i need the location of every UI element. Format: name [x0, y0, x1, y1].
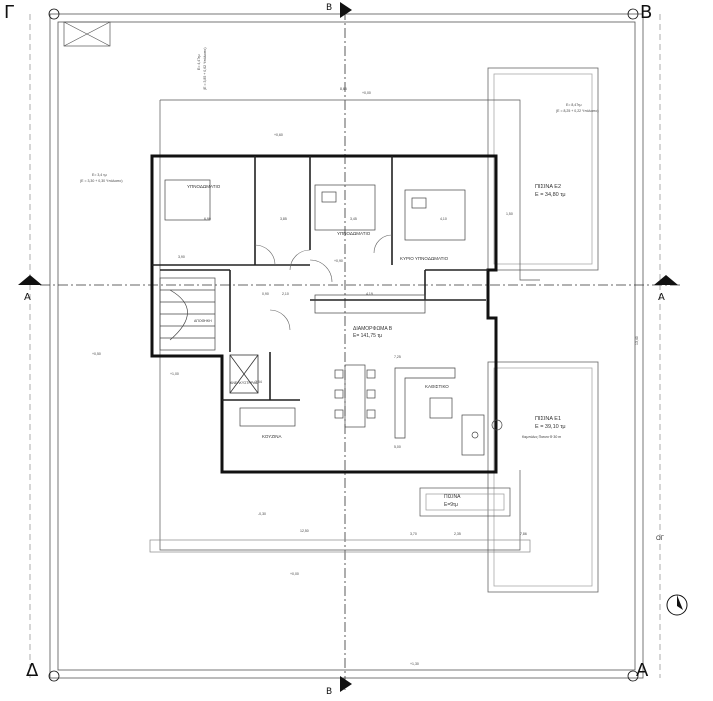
- elev-mark: +1,30: [410, 662, 419, 666]
- stair: [159, 277, 216, 351]
- door-swings: [254, 234, 393, 331]
- dim-label: 2,54: [255, 380, 262, 384]
- section-marker-bottom: [340, 676, 352, 692]
- living-furniture: [239, 294, 503, 456]
- dim-label: 6,99: [204, 217, 211, 221]
- dim-label: 5,00: [394, 445, 401, 449]
- note-top-left: Ε= 3,4 τμ: [92, 173, 107, 177]
- note-top-mid-2: (Ε = 3,85 + 0,62 Υπόλοιπο): [203, 47, 207, 90]
- north-arrow: [666, 594, 688, 616]
- room-label-storage: ΑΠΟΘΗΚΗ: [194, 319, 212, 323]
- pool-e2-area: Ε = 34,80 τμ: [535, 192, 566, 198]
- elev-mark: +0,00: [362, 91, 371, 95]
- dim-label: 12,50: [300, 529, 309, 533]
- pool-e2-title: ΠΙΣΙΝΑ Ε2: [535, 184, 561, 190]
- room-label-elevator: ΑΝΕΛΚΥΣΤΗΡΑΣ: [230, 381, 258, 385]
- dim-label: 2,10: [282, 292, 289, 296]
- room-label-bedroom-2: ΥΠΝΟΔΩΜΑΤΙΟ: [337, 231, 371, 236]
- room-label-bedroom-1: ΥΠΝΟΔΩΜΑΤΙΟ: [187, 184, 221, 189]
- corner-label-bl: Δ: [26, 660, 39, 681]
- elevator: [229, 354, 259, 394]
- elev-mark: -0,30: [258, 512, 266, 516]
- small-pool-title: ΠΙΣΙΝΑ: [444, 494, 461, 500]
- pool-e1-title: ΠΙΣΙΝΑ Ε1: [535, 416, 561, 422]
- room-label-living-room: ΚΑΘΙΣΤΙΚΟ: [425, 384, 449, 389]
- dim-label: 13,40: [635, 336, 639, 345]
- elev-mark: +0,60: [274, 133, 283, 137]
- section-label-top: Β: [326, 3, 332, 13]
- pool-e1: [487, 361, 599, 593]
- section-label-left: Α: [24, 292, 31, 303]
- dim-label: 3,45: [350, 217, 357, 221]
- note-top-right: Ε= 8,47τμ: [566, 103, 582, 107]
- section-marker-top: [340, 2, 352, 18]
- dim-label: 8,65: [340, 87, 347, 91]
- section-label-bottom: Β: [326, 687, 332, 697]
- elev-mark: +1,00: [170, 372, 179, 376]
- dim-label: 3,85: [280, 217, 287, 221]
- room-label-master: ΚΥΡΙΟ ΥΠΝΟΔΩΜΑΤΙΟ: [400, 256, 449, 261]
- dim-label: 3,90: [178, 255, 185, 259]
- elev-mark: +0,00: [290, 572, 299, 576]
- elev-mark: +0,90: [334, 259, 343, 263]
- dim-label: 0,90: [262, 292, 269, 296]
- dim-label: 1,50: [506, 212, 513, 216]
- site-boundary: [29, 13, 661, 679]
- room-label-kitchen: ΚΟΥΖΙΝΑ: [262, 434, 281, 439]
- pool-e2: [487, 67, 599, 271]
- dim-label: 4,19: [366, 292, 373, 296]
- section-label-right: Α: [658, 292, 665, 303]
- corner-label-br: Α: [636, 660, 649, 681]
- note-og: ΟΓ: [656, 536, 665, 542]
- hatched-box: [63, 21, 111, 47]
- small-pool-area: Ε=9τμ: [444, 502, 458, 508]
- note-top-right-2: (Ε = 8,25 + 0,22 Υπόλοιπο): [556, 109, 599, 113]
- dim-label: 7,25: [394, 355, 401, 359]
- small-pool: [419, 487, 511, 517]
- beds: [164, 179, 466, 241]
- dim-label: 2,35: [454, 532, 461, 536]
- note-top-mid: Ε= 4,47τμ: [197, 54, 201, 70]
- room-label-living-area: Ε= 141,75 τμ: [353, 333, 382, 339]
- corner-label-tl: Γ: [4, 2, 14, 23]
- section-marker-right: [654, 275, 678, 285]
- building-walls: [150, 154, 498, 474]
- pool-e1-area: Ε = 39,10 τμ: [535, 424, 566, 430]
- dim-label: 4,10: [440, 217, 447, 221]
- section-marker-left: [18, 275, 42, 285]
- pool-e1-note: Καμπύλες Πισινα Φ 30 m: [522, 435, 561, 439]
- elev-mark: +0,50: [92, 352, 101, 356]
- dim-label: 3,70: [410, 532, 417, 536]
- section-lines: [40, 10, 680, 690]
- corner-targets: [48, 8, 639, 682]
- note-top-left-2: (Ε = 3,30 + 0,30 Υπόλοιπο): [80, 179, 123, 183]
- room-label-living-title: ΔΙΑΜΟΡΦΩΜΑ Β: [353, 326, 393, 332]
- corner-label-tr: Β: [640, 2, 652, 23]
- interior-walls: [152, 156, 488, 401]
- dim-label: 7,86: [520, 532, 527, 536]
